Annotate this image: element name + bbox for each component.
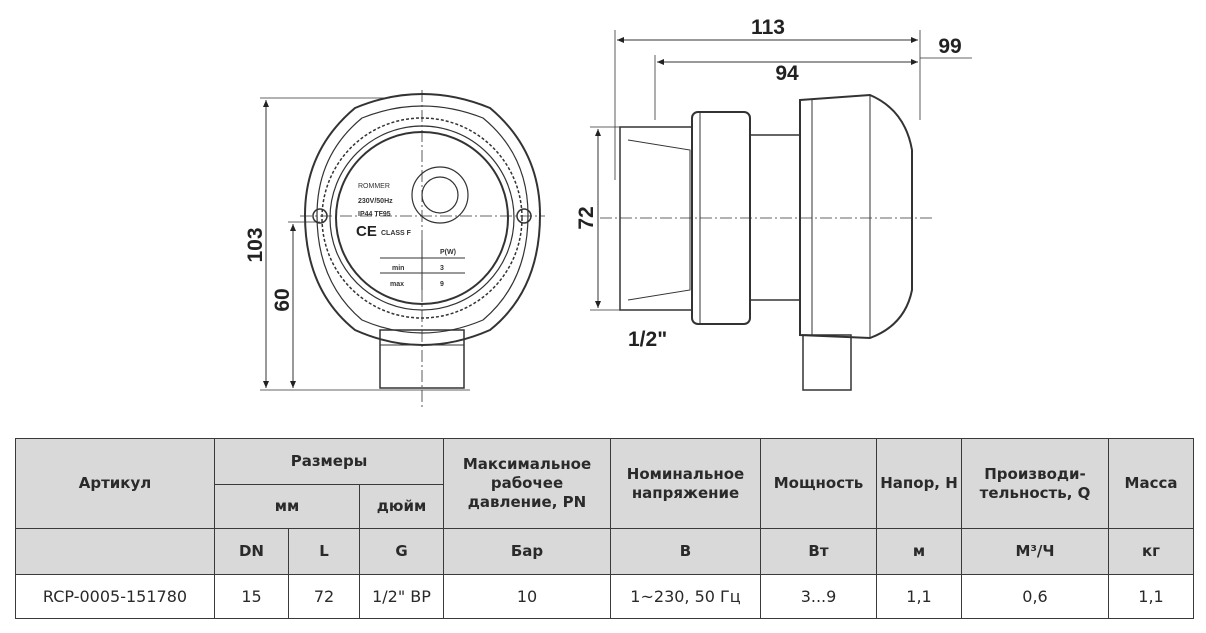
dim-length-outer: 99 [938, 35, 961, 58]
header-power: Мощность [760, 438, 877, 529]
cell-mass: 1,1 [1108, 574, 1194, 619]
side-view [590, 30, 972, 391]
unit-power: Вт [760, 528, 877, 575]
header-inch: дюйм [359, 484, 444, 529]
dim-height-total: 103 [244, 227, 267, 262]
label-brand: ROMMER [358, 183, 390, 190]
header-head: Напор, Н [876, 438, 962, 529]
header-mass: Масса [1108, 438, 1194, 529]
power-max-value: 9 [440, 281, 444, 288]
header-dimensions: Размеры [214, 438, 444, 485]
unit-voltage: В [610, 528, 761, 575]
power-min-value: 3 [440, 265, 444, 272]
header-article: Артикул [15, 438, 215, 529]
header-mm: мм [214, 484, 360, 529]
unit-flow: М³/Ч [961, 528, 1109, 575]
cell-l: 72 [288, 574, 360, 619]
unit-pressure: Бар [443, 528, 611, 575]
unit-mass: кг [1108, 528, 1194, 575]
header-voltage: Номинальное напряжение [610, 438, 761, 529]
header-flow: Производи-тельность, Q [961, 438, 1109, 529]
cell-flow: 0,6 [961, 574, 1109, 619]
cell-dn: 15 [214, 574, 289, 619]
unit-dn: DN [214, 528, 289, 575]
cell-article: RCP-0005-151780 [15, 574, 215, 619]
ce-mark: CE [356, 223, 377, 240]
dim-length-total: 113 [751, 16, 785, 39]
power-min-label: min [392, 265, 404, 272]
technical-drawing: 103 60 ROMMER 230V/50Hz IP44 TF95 CE CLA… [244, 16, 972, 408]
power-max-label: max [390, 281, 404, 288]
unit-l: L [288, 528, 360, 575]
dim-length-body: 94 [775, 62, 799, 85]
dim-port-height: 72 [575, 206, 598, 229]
cell-head: 1,1 [876, 574, 962, 619]
cell-power: 3...9 [760, 574, 877, 619]
unit-g: G [359, 528, 444, 575]
front-view [260, 90, 545, 408]
label-voltage: 230V/50Hz [358, 198, 393, 205]
header-pressure: Максимальное рабочее давление, PN [443, 438, 611, 529]
label-class: CLASS F [381, 230, 412, 237]
cell-pressure: 10 [443, 574, 611, 619]
cell-voltage: 1~230, 50 Гц [610, 574, 761, 619]
spec-table: Артикул Размеры Максимальное рабочее дав… [15, 438, 1194, 619]
table-row: RCP-0005-151780 15 72 1/2" ВР 10 1~230, … [15, 574, 1194, 619]
unit-head: м [876, 528, 962, 575]
cell-g: 1/2" ВР [359, 574, 444, 619]
dim-height-axis: 60 [271, 288, 294, 311]
power-header: P(W) [440, 249, 456, 256]
label-ip: IP44 TF95 [358, 211, 391, 218]
dim-thread: 1/2" [628, 328, 667, 351]
unit-article-blank [15, 528, 215, 575]
